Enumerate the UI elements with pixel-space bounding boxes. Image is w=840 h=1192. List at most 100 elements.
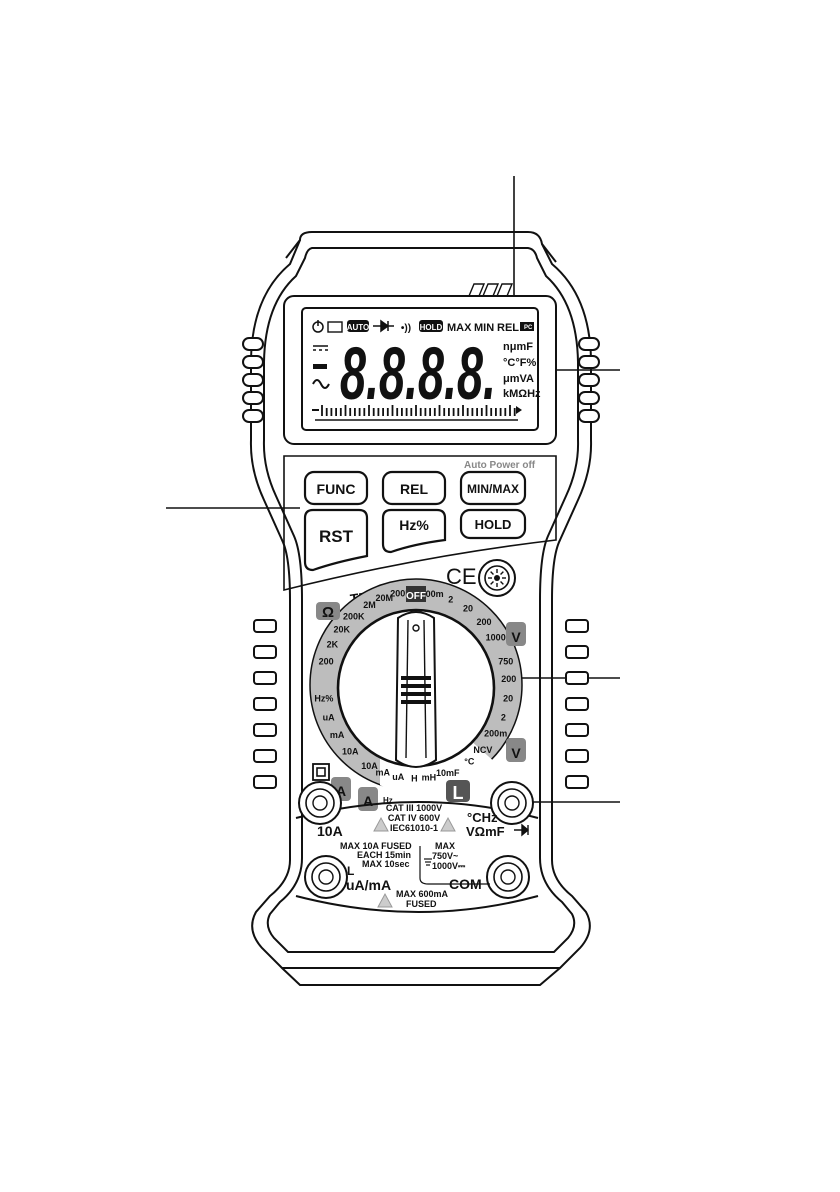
unit-voltage-current: μmVA <box>503 373 534 385</box>
grip-ridge <box>253 645 277 659</box>
ac-icon <box>312 379 330 389</box>
range-ring-lower-band <box>380 740 506 800</box>
func-button[interactable]: FUNC <box>303 470 369 506</box>
knob-pointer-icon <box>412 624 420 632</box>
hold-label: HOLD <box>420 323 443 332</box>
min-label: MIN <box>474 322 494 334</box>
off-label: OFF <box>406 591 426 602</box>
jack-ua-ma-label: uA/mA <box>346 877 391 893</box>
dial-position-label: 750 <box>498 656 513 666</box>
func-button-body[interactable] <box>303 470 369 506</box>
grip-ridge <box>253 749 277 763</box>
bumper-top-right <box>541 243 557 263</box>
minus-sign-icon <box>313 364 327 369</box>
fuse-600ma-line1: MAX 600mA <box>396 889 449 899</box>
bezel-slot <box>481 283 500 297</box>
jack-com-hole[interactable] <box>500 869 516 885</box>
dcv-badge <box>506 622 526 646</box>
inductance-badge <box>446 780 470 802</box>
knob-handle[interactable] <box>394 611 438 768</box>
backlight-button[interactable] <box>478 559 516 597</box>
button-panel-outline <box>283 455 557 592</box>
minmax-button[interactable]: MIN/MAX <box>459 470 527 506</box>
rel-button-body[interactable] <box>381 470 447 506</box>
dial-position-label: 200m <box>484 728 507 738</box>
fuse-10a-line1: MAX 10A FUSED <box>340 841 412 851</box>
dial-position-label: mA <box>375 767 390 777</box>
dial-position-label: 1000 <box>486 633 506 643</box>
jack-ua-ma[interactable] <box>304 855 348 899</box>
button-panel: Auto Power off FUNC REL MIN/MAX RST Hz% … <box>283 455 557 592</box>
rel-label: REL <box>497 322 519 334</box>
jack-com[interactable] <box>486 855 530 899</box>
grip-ridge <box>242 409 264 423</box>
jack-vomega[interactable] <box>490 781 534 825</box>
jack-ua-ma-hole[interactable] <box>318 869 334 885</box>
ohm-badge <box>316 602 340 620</box>
rotary-dial: 200m2202001000750200202200mNCV°C10mFmHHu… <box>309 578 526 811</box>
battery-icon <box>327 321 343 333</box>
grip-ridge <box>253 723 277 737</box>
bargraph <box>312 405 522 421</box>
grip-ridge <box>578 337 600 351</box>
dial-position-label: 200M <box>390 589 413 599</box>
pc-badge <box>520 322 534 331</box>
jack-10a-label: 10A <box>317 823 343 839</box>
grip-ridge <box>565 697 589 711</box>
sun-ray <box>490 581 494 585</box>
sun-icon <box>488 569 506 587</box>
hold-button[interactable]: HOLD <box>459 508 527 540</box>
hold-button-body[interactable] <box>459 508 527 540</box>
rel-button[interactable]: REL <box>381 470 447 506</box>
rst-button-body[interactable] <box>303 508 369 572</box>
bumper-top-left <box>285 239 301 259</box>
rst-button[interactable]: RST <box>303 508 369 572</box>
hz-button-body[interactable] <box>381 508 447 554</box>
max-voltage-title: MAX <box>435 841 455 851</box>
sun-ray <box>490 571 494 575</box>
jack-10a-hole[interactable] <box>312 795 328 811</box>
bargraph-ticks <box>321 405 516 416</box>
dca-symbol: A <box>336 783 346 799</box>
off-position <box>406 586 426 602</box>
fuse-10a-line3: MAX 10sec <box>362 859 410 869</box>
fuse-600ma-line2: FUSED <box>406 899 437 909</box>
fuse-10a-line2: EACH 15min <box>357 850 411 860</box>
inductance-symbol: L <box>453 783 464 803</box>
dcv-symbol: V <box>511 629 521 645</box>
knob-grip-line <box>401 676 431 680</box>
com-lead-line <box>419 846 490 885</box>
minmax-button-body[interactable] <box>459 470 527 506</box>
jack-vomega-hole[interactable] <box>504 795 520 811</box>
jack-10a[interactable] <box>298 781 342 825</box>
hz-small-label: Hz <box>383 796 393 805</box>
grip-ridge <box>578 409 600 423</box>
knob-grip-line <box>401 692 431 696</box>
dial-position-label: 200m <box>421 589 444 599</box>
unit-temperature: °C°F% <box>503 357 536 369</box>
warning-icon-right <box>440 816 456 832</box>
grip-ridge <box>565 619 589 633</box>
hold-button-label: HOLD <box>475 517 512 532</box>
continuity-icon: •)) <box>401 323 411 334</box>
rel-button-label: REL <box>400 481 428 497</box>
bezel-slots <box>467 283 514 297</box>
rst-button-label: RST <box>319 527 354 546</box>
double-insulation-icon-inner <box>316 767 326 777</box>
double-insulation-icon <box>312 763 330 781</box>
selector-knob[interactable] <box>336 608 496 768</box>
dial-position-label: 2M <box>363 600 376 610</box>
grip-ridge <box>565 671 589 685</box>
dial-position-label: 200 <box>319 656 334 666</box>
dial-position-label: 10A <box>342 746 359 756</box>
max-voltage-ac: 750V~ <box>432 851 458 861</box>
dial-position-label: 20M <box>375 593 393 603</box>
hz-button-label: Hz% <box>399 517 429 533</box>
grip-ridge <box>253 619 277 633</box>
cat-iii-rating: CAT III 1000V <box>386 803 442 813</box>
dial-position-label: mA <box>330 730 345 740</box>
hz-button[interactable]: Hz% <box>381 508 447 554</box>
lcd-screen <box>301 307 539 431</box>
unit-capacitance: nμmF <box>503 341 533 353</box>
